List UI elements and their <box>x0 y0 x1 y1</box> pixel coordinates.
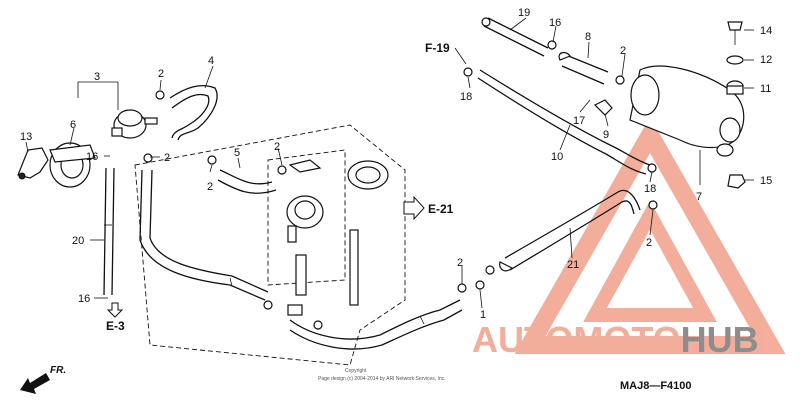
callout-12: 12 <box>760 54 772 66</box>
callout-18a: 18 <box>460 91 472 103</box>
arrow-down-icon <box>106 302 124 318</box>
callout-6: 6 <box>70 119 76 131</box>
holder-6 <box>49 142 96 188</box>
callout-2d: 2 <box>274 141 280 153</box>
callout-9: 9 <box>603 129 609 141</box>
ref-e21: E-21 <box>428 202 454 216</box>
bracket-13 <box>17 147 49 180</box>
reference-labels: F-19 E-21 E-3 <box>106 41 467 333</box>
hose-21 <box>499 189 641 272</box>
callout-17: 17 <box>573 115 585 127</box>
callout-8: 8 <box>585 31 591 43</box>
hose-20 <box>103 167 115 296</box>
watermark-triangle-inner <box>583 200 717 322</box>
callout-1: 1 <box>480 309 486 321</box>
diagram-code: MAJ8—F4100 <box>620 380 692 392</box>
callout-5: 5 <box>234 147 240 159</box>
lower-pipe <box>139 169 463 350</box>
callout-20: 20 <box>72 235 84 247</box>
watermark-triangle-outer <box>514 116 786 354</box>
fastener-parts <box>593 21 746 189</box>
callout-labels: 1 2 2 2 2 2 2 2 3 4 5 6 7 8 9 10 11 12 1… <box>20 7 772 321</box>
callout-19: 19 <box>518 7 530 19</box>
callout-2e: 2 <box>457 257 463 269</box>
watermark-text-auto: AUTOMOTOHUB <box>472 319 759 360</box>
hose-8 <box>558 51 609 85</box>
copyright-line2: Page design (c) 2004-2014 by ARI Network… <box>318 376 446 382</box>
callout-15: 15 <box>760 175 772 187</box>
callout-2g: 2 <box>646 237 652 249</box>
hose-5 <box>217 169 277 194</box>
hose-19 <box>481 17 549 57</box>
front-direction-indicator: FR. <box>20 365 66 394</box>
copyright-line1: Copyright <box>345 368 367 374</box>
callout-4: 4 <box>208 55 214 67</box>
callout-10: 10 <box>551 151 563 163</box>
callout-16c: 16 <box>549 17 561 29</box>
exploded-inner-outline <box>267 149 346 286</box>
hose-10 <box>477 69 651 175</box>
callout-18b: 18 <box>644 183 656 195</box>
callout-21: 21 <box>567 259 579 271</box>
front-arrow-icon <box>20 373 50 394</box>
callout-2a: 2 <box>158 68 164 80</box>
leader-lines <box>25 17 754 309</box>
callout-11: 11 <box>760 83 771 95</box>
air-valve-3 <box>111 109 158 139</box>
arrow-right-icon <box>403 195 425 221</box>
callout-3: 3 <box>94 71 100 83</box>
exploded-valve <box>286 159 389 316</box>
callout-16b: 16 <box>78 293 90 305</box>
watermark: AUTOMOTOHUB <box>472 116 786 360</box>
front-label: FR. <box>50 365 66 376</box>
callout-2f: 2 <box>620 45 626 57</box>
callout-7: 7 <box>696 191 702 203</box>
ref-f19: F-19 <box>425 41 450 55</box>
ref-e3: E-3 <box>106 319 125 333</box>
callout-13: 13 <box>20 131 32 143</box>
callout-14: 14 <box>760 25 772 37</box>
callout-16a: 16 <box>86 151 98 163</box>
clamps <box>143 40 658 330</box>
canister-7 <box>629 65 745 185</box>
callout-2c: 2 <box>207 181 213 193</box>
callout-2b: 2 <box>164 152 170 164</box>
hose-4 <box>169 84 218 141</box>
